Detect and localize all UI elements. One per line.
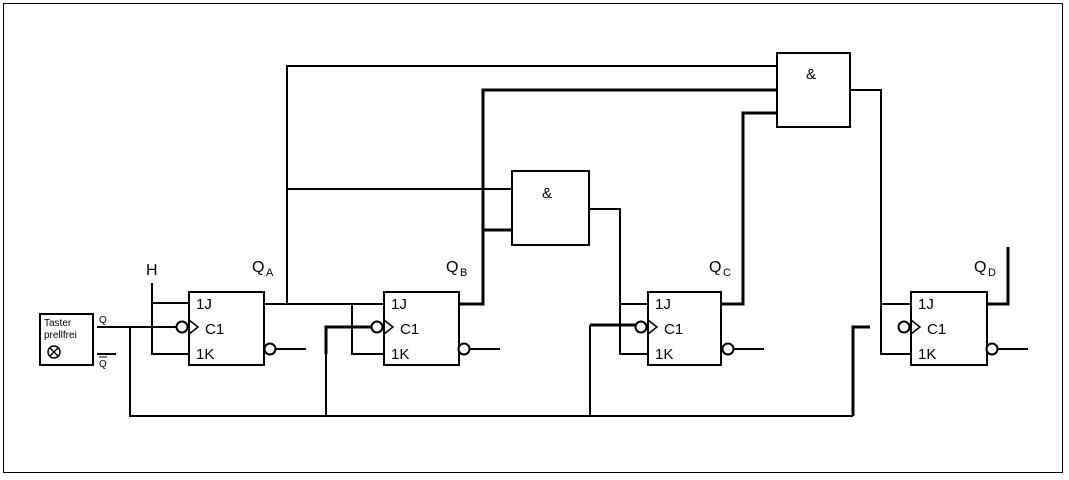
ff-d-q-sub: D bbox=[988, 267, 996, 279]
and-gate-3-label: & bbox=[806, 66, 816, 83]
ff-d-k-label: 1K bbox=[918, 346, 936, 363]
wires bbox=[97, 65, 1028, 417]
clock-triangle-icon bbox=[647, 319, 659, 335]
ff-b-j-label: 1J bbox=[391, 296, 407, 313]
ff-d-j-label: 1J bbox=[918, 296, 934, 313]
ff-a-j-label: 1J bbox=[196, 296, 212, 313]
inversion-bubble-icon bbox=[721, 342, 735, 356]
ff-d-q-label: Q bbox=[974, 259, 986, 276]
taster-prellfrei: Taster prellfrei Q Q bbox=[39, 313, 107, 370]
ff-a-clock-label: C1 bbox=[205, 321, 224, 338]
clock-triangle-icon bbox=[910, 319, 922, 335]
inversion-bubble-icon bbox=[985, 342, 999, 356]
lamp-icon bbox=[47, 345, 61, 359]
inversion-bubble-icon bbox=[370, 320, 384, 334]
ff-b-q-sub: B bbox=[460, 267, 467, 279]
inversion-bubble-icon bbox=[897, 320, 911, 334]
flipflop-b: 1J C1 1K Q B bbox=[370, 259, 471, 366]
h-label: H bbox=[146, 262, 158, 279]
ff-d-clock-label: C1 bbox=[927, 321, 946, 338]
ff-c-q-sub: C bbox=[723, 267, 731, 279]
flipflop-a: 1J C1 1K Q A bbox=[175, 259, 277, 366]
taster-qbar-label: Q bbox=[99, 359, 107, 370]
ff-a-q-label: Q bbox=[252, 259, 264, 276]
and-gate-2-input: & bbox=[511, 170, 590, 246]
ff-c-q-label: Q bbox=[709, 259, 721, 276]
taster-q-label: Q bbox=[99, 315, 107, 326]
clock-triangle-icon bbox=[188, 319, 200, 335]
ff-b-k-label: 1K bbox=[391, 346, 409, 363]
inversion-bubble-icon bbox=[634, 320, 648, 334]
ff-c-j-label: 1J bbox=[655, 296, 671, 313]
flipflop-c: 1J C1 1K Q C bbox=[634, 259, 735, 366]
taster-label-line1: Taster bbox=[44, 318, 72, 329]
inversion-bubble-icon bbox=[175, 320, 189, 334]
and-gate-2-label: & bbox=[542, 185, 552, 202]
ff-a-q-sub: A bbox=[266, 267, 274, 279]
clock-triangle-icon bbox=[383, 319, 395, 335]
ff-c-k-label: 1K bbox=[655, 346, 673, 363]
and-gate-3-input: & bbox=[776, 52, 851, 128]
ff-b-q-label: Q bbox=[446, 259, 458, 276]
taster-label-line2: prellfrei bbox=[44, 330, 77, 341]
ff-c-clock-label: C1 bbox=[664, 321, 683, 338]
inversion-bubble-icon bbox=[457, 342, 471, 356]
flipflop-d: 1J C1 1K Q D bbox=[897, 259, 999, 366]
ff-b-clock-label: C1 bbox=[400, 321, 419, 338]
ff-a-k-label: 1K bbox=[196, 346, 214, 363]
inversion-bubble-icon bbox=[263, 342, 277, 356]
